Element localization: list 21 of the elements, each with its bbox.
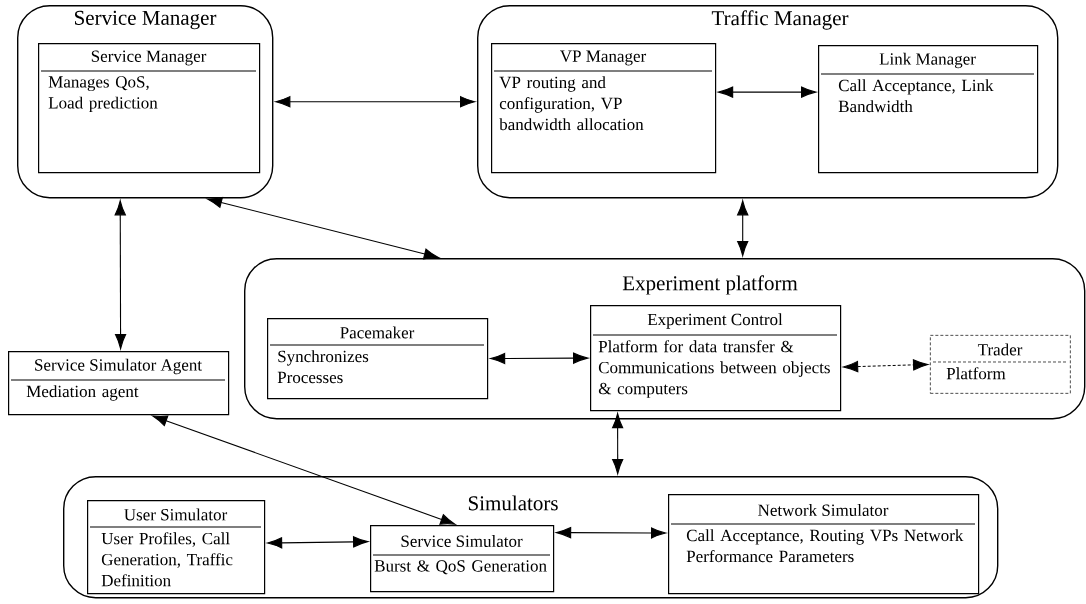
arrow xyxy=(152,415,456,525)
process-box: Experiment Control Platform for data transfer & Communications between objects & computers xyxy=(590,305,842,412)
arrow xyxy=(842,359,929,373)
process-box: Trader Platform xyxy=(930,335,1071,394)
arrow xyxy=(207,196,439,260)
process-box: Pacemaker Synchronizes Processes xyxy=(267,318,489,400)
arrow xyxy=(718,86,817,98)
process-box: Service Simulator Burst & QoS Generation xyxy=(370,525,555,593)
process-box: Service Simulator Agent Mediation agent xyxy=(8,351,230,416)
process-box: Network Simulator Call Acceptance, Routing VPs Network Performance Parameters xyxy=(668,494,980,595)
arrow xyxy=(114,200,127,350)
process-box: User Simulator User Profiles, Call Generation, Traffic Definition xyxy=(87,500,266,595)
arrow xyxy=(556,527,667,539)
arrow xyxy=(267,536,369,549)
arrow xyxy=(275,96,476,108)
process-box: Link Manager Call Acceptance, Link Bandwidth xyxy=(818,45,1039,174)
arrow xyxy=(737,200,749,257)
process-box: VP Manager VP routing and configuration, VP bandwidth allocation xyxy=(491,43,717,174)
process-box: Service Manager Manages QoS, Load prediction xyxy=(38,43,261,174)
arrow xyxy=(490,352,589,365)
arrow xyxy=(612,413,624,475)
